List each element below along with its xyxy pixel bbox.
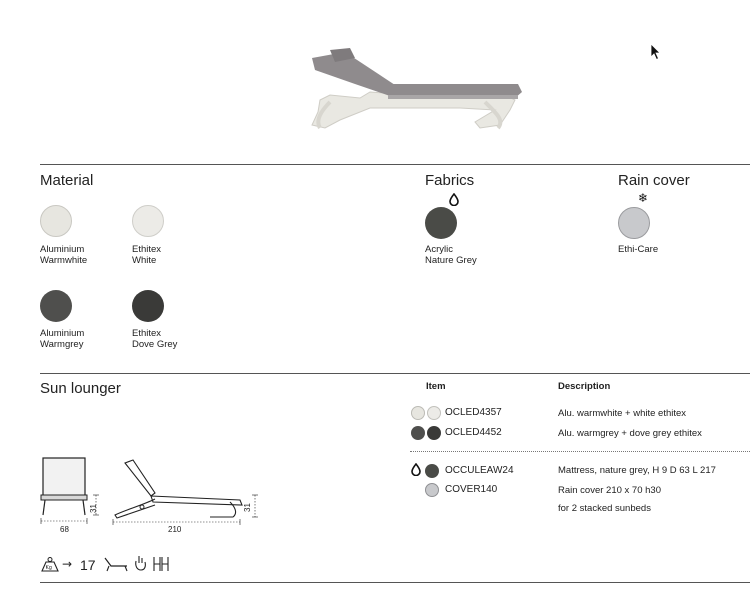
weight-kg-icon: Kg xyxy=(41,557,59,572)
swatch-ethitex-dove-grey[interactable] xyxy=(132,290,164,322)
snowflake-icon: ❄ xyxy=(638,191,649,205)
length-dimension: 210 xyxy=(168,525,182,534)
table-row-description: Rain cover 210 x 70 h30 xyxy=(558,485,661,496)
lounger-icon xyxy=(104,557,128,572)
water-drop-icon xyxy=(449,193,459,206)
hand-adjust-icon xyxy=(135,556,146,571)
swatch-aluminium-warmgrey[interactable] xyxy=(40,290,72,322)
table-row-code[interactable]: OCCULEAW24 xyxy=(445,465,514,476)
table-row-code[interactable]: COVER140 xyxy=(445,484,498,495)
color-dot-warmwhite xyxy=(411,406,425,420)
swatch-ethitex-white[interactable] xyxy=(132,205,164,237)
width-dimension: 68 xyxy=(60,525,69,534)
middle-divider xyxy=(40,373,750,374)
table-row-description: for 2 stacked sunbeds xyxy=(558,503,651,514)
front-view-drawing xyxy=(40,457,99,524)
height-dimension-side: 31 xyxy=(242,503,252,512)
mouse-cursor-icon xyxy=(650,43,661,61)
rain-cover-heading: Rain cover xyxy=(618,172,690,189)
column-header-description: Description xyxy=(558,381,611,392)
product-heading: Sun lounger xyxy=(40,380,121,397)
arrow-right-icon: → xyxy=(62,557,73,571)
color-dot-nature-grey xyxy=(425,464,439,478)
table-row-description: Mattress, nature grey, H 9 D 63 L 217 xyxy=(558,465,716,476)
table-row-description: Alu. warmwhite + white ethitex xyxy=(558,408,687,419)
svg-text:Kg: Kg xyxy=(46,565,52,571)
swatch-acrylic-nature-grey[interactable] xyxy=(425,207,457,239)
column-header-item: Item xyxy=(426,381,446,392)
table-row-description: Alu. warmgrey + dove grey ethitex xyxy=(558,428,702,439)
color-dot-dove-grey xyxy=(427,426,441,440)
color-dot-ethi-care xyxy=(425,483,439,497)
fabrics-heading: Fabrics xyxy=(425,172,475,189)
bottom-divider xyxy=(40,582,750,583)
material-heading: Material xyxy=(40,172,94,189)
swatch-label: Ethi-Care xyxy=(618,244,659,255)
height-dimension: 31 xyxy=(88,504,98,513)
swatch-ethi-care[interactable] xyxy=(618,207,650,239)
color-dot-ethitex-white xyxy=(427,406,441,420)
side-view-drawing xyxy=(112,459,258,525)
top-divider xyxy=(40,164,750,165)
stackable-icon xyxy=(153,557,169,571)
table-row-code[interactable]: OCLED4452 xyxy=(445,427,502,438)
water-drop-icon xyxy=(411,463,421,476)
swatch-aluminium-warmwhite[interactable] xyxy=(40,205,72,237)
table-separator xyxy=(410,451,750,452)
table-row-code[interactable]: OCLED4357 xyxy=(445,407,502,418)
color-dot-warmgrey xyxy=(411,426,425,440)
stack-count: 17 xyxy=(80,557,96,573)
product-image xyxy=(311,48,522,130)
